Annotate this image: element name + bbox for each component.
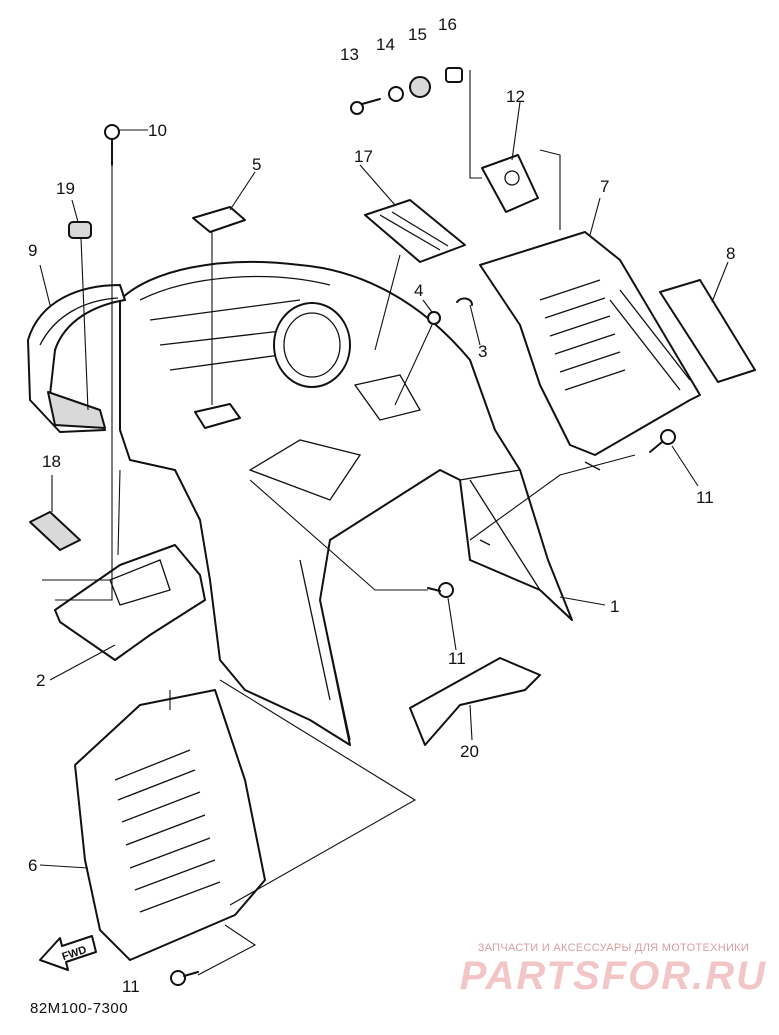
leader-lines bbox=[39, 70, 729, 976]
pad-part-8 bbox=[659, 279, 756, 383]
callout-16: 16 bbox=[438, 15, 457, 34]
callout-9: 9 bbox=[28, 241, 37, 260]
callout-14: 14 bbox=[376, 35, 395, 54]
clip-part-3 bbox=[456, 297, 473, 306]
watermark: ЗАПЧАСТИ И АКСЕССУАРЫ ДЛЯ МОТОТЕХНИКИ PA… bbox=[460, 942, 767, 998]
clip-part-5 bbox=[192, 206, 246, 233]
callout-18: 18 bbox=[42, 452, 61, 471]
nut-part-15 bbox=[409, 76, 431, 98]
callout-5: 5 bbox=[252, 155, 261, 174]
callout-7: 7 bbox=[600, 177, 609, 196]
callout-6: 6 bbox=[28, 856, 37, 875]
callout-13: 13 bbox=[340, 45, 359, 64]
callout-11b: 11 bbox=[448, 649, 466, 668]
bracket-part-12 bbox=[481, 154, 539, 213]
bolt-part-11-right bbox=[649, 429, 676, 453]
callout-4: 4 bbox=[414, 281, 423, 300]
left-side-cover bbox=[27, 284, 126, 433]
callout-11c: 11 bbox=[122, 977, 140, 996]
callout-1: 1 bbox=[610, 597, 619, 616]
screw-part-13 bbox=[350, 98, 381, 115]
bracket-part-2 bbox=[54, 544, 206, 661]
bolt-part-11-bottom bbox=[170, 970, 199, 986]
callout-17: 17 bbox=[354, 147, 373, 166]
watermark-tagline: ЗАПЧАСТИ И АКСЕССУАРЫ ДЛЯ МОТОТЕХНИКИ bbox=[477, 942, 750, 954]
collar-part-16 bbox=[445, 67, 463, 83]
plate-part-17 bbox=[364, 199, 466, 263]
seal-part-20 bbox=[409, 657, 541, 746]
right-side-cover bbox=[479, 231, 701, 471]
callout-12: 12 bbox=[506, 87, 525, 106]
clip-part-4 bbox=[427, 311, 441, 325]
label-part-18 bbox=[29, 511, 81, 551]
grommet-part-19 bbox=[68, 221, 92, 239]
front-cover-main bbox=[119, 260, 573, 746]
bolt-part-10 bbox=[104, 124, 120, 166]
callout-19: 19 bbox=[56, 179, 75, 198]
callout-10: 10 bbox=[148, 121, 167, 140]
callout-15: 15 bbox=[408, 25, 427, 44]
callout-11a: 11 bbox=[696, 488, 714, 507]
washer-part-14 bbox=[388, 86, 404, 102]
diagram-code: 82M100-7300 bbox=[30, 1000, 129, 1017]
watermark-logo: PARTSFOR.RU bbox=[459, 954, 767, 998]
callout-20: 20 bbox=[460, 742, 479, 761]
callout-8: 8 bbox=[726, 244, 735, 263]
forward-arrow: FWD bbox=[39, 935, 97, 971]
bolt-part-11-center bbox=[427, 582, 454, 598]
left-louver-panel bbox=[74, 689, 266, 961]
callout-3: 3 bbox=[478, 342, 487, 361]
callout-2: 2 bbox=[36, 671, 45, 690]
